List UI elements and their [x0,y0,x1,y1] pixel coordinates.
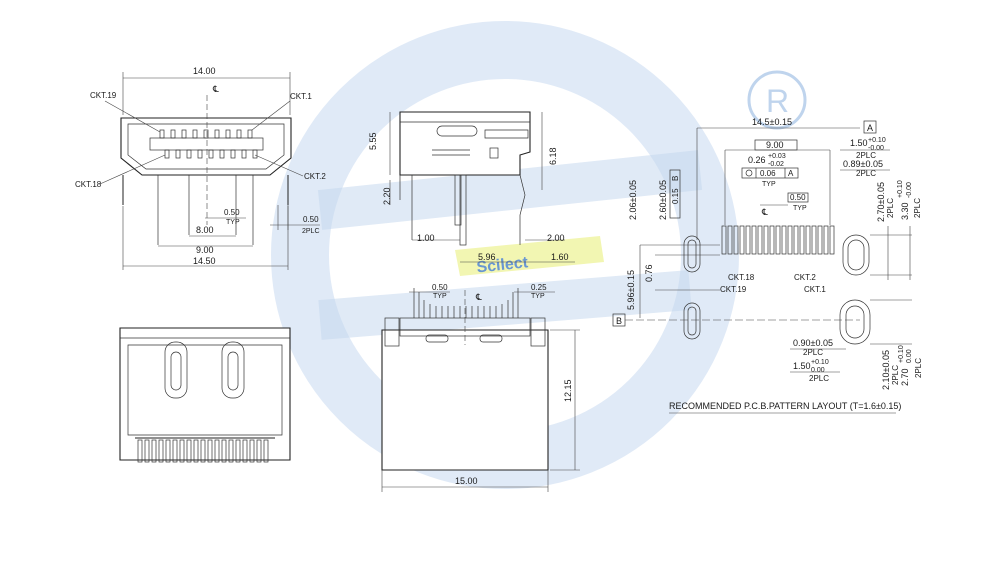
pcb-slot-h-270: 2.70±0.05 [876,182,886,222]
front-dim-9: 9.00 [196,245,214,255]
watermark-text: Scilect [476,254,530,276]
pcb-slot-h-330: 3.30 [900,202,910,220]
pcb-lower-150: 1.50 [793,361,811,371]
rear-pins [137,439,269,463]
pcb-caption: RECOMMENDED P.C.B.PATTERN LAYOUT (T=1.6±… [669,401,901,411]
pcb-pad-width-tol-plus: +0.03 [768,153,786,160]
pcb-label-ckt1: CKT.1 [804,285,826,294]
pcb-pitch: 0.50 [790,193,806,202]
pcb-lower-270-tol-plus: +0.10 [898,345,905,363]
pcb-slot-089-note: 2PLC [856,169,876,178]
front-pins [159,129,258,159]
pcb-pad-note: TYP [762,181,776,188]
side-dim-596: 5.96 [478,252,496,262]
front-label-ckt19: CKT.19 [90,91,117,100]
front-tail-note: 2PLC [302,228,320,235]
top-pitch-left: 0.50 [432,283,448,292]
pcb-label-ckt2: CKT.2 [794,273,816,282]
top-width: 15.00 [455,476,478,486]
pcb-slot-w-150-tol-plus: +0.10 [868,137,886,144]
pcb-slot-089: 0.89±0.05 [843,159,883,169]
side-height-618: 6.18 [548,147,558,165]
pcb-lower-270: 2.70 [900,368,910,386]
pcb-slot-h-330-note: 2PLC [913,198,922,218]
pcb-v-tol-datum: B [671,176,680,181]
pcb-lower-150-note: 2PLC [809,374,829,383]
pcb-v-260: 2.60±0.05 [658,180,668,220]
front-label-ckt1: CKT.1 [290,92,312,101]
pcb-pitch-note: TYP [793,205,807,212]
side-dim-160: 1.60 [551,252,569,262]
pcb-datum-b: B [616,316,622,326]
pcb-pad-width: 0.26 [748,155,766,165]
pcb-slot-w-150-note: 2PLC [856,151,876,160]
pcb-slot-h-330-tol-minus: -0.00 [906,182,913,198]
side-dim-100: 1.00 [417,233,435,243]
front-dim-8: 8.00 [196,225,214,235]
pcb-pad-width-tol-minus: -0.02 [768,161,784,168]
front-width-14: 14.00 [193,66,216,76]
pcb-position-tol: 0.06 [760,169,776,178]
front-view: 14.00 [75,66,326,270]
side-dim-200: 2.00 [547,233,565,243]
side-height-555: 5.55 [368,132,378,150]
top-pins [413,288,519,318]
pcb-lower-090-note: 2PLC [803,348,823,357]
top-pitch-left-note: TYP [433,293,447,300]
front-label-ckt2: CKT.2 [304,172,326,181]
pcb-slot-w-150: 1.50 [850,138,868,148]
pcb-lower-210: 2.10±0.05 [881,350,891,390]
top-centerline-icon: ℄ [475,292,482,302]
pcb-datum-a: A [867,123,873,133]
rear-view [119,327,291,463]
front-centerline-icon: ℄ [212,84,219,94]
top-height: 12.15 [563,379,573,402]
pcb-overall: 14.5±0.15 [752,117,792,127]
pcb-slot-h-270-note: 2PLC [886,198,895,218]
top-pitch-right: 0.25 [531,283,547,292]
pcb-lower-270-note: 2PLC [914,358,923,378]
pcb-v-596: 5.96±0.15 [626,270,636,310]
pcb-lower-150-tol-minus: 0.00 [811,367,825,374]
pcb-pad-row [721,225,835,255]
front-pitch-note: TYP [226,219,240,226]
top-view: ℄ 0.50 TYP 0.25 TYP 12.15 15.00 [381,283,580,492]
front-tail-width: 0.50 [303,215,319,224]
pcb-lower-150-tol-plus: +0.10 [811,359,829,366]
pcb-v-206: 2.06±0.05 [628,180,638,220]
pcb-dim-900: 9.00 [766,140,784,150]
front-label-ckt18: CKT.18 [75,180,102,189]
side-height-220: 2.20 [382,187,392,205]
pcb-lower-270-tol-minus: 0.00 [906,349,913,363]
pcb-slot-h-330-tol-plus: +0.10 [897,180,904,198]
registered-mark-letter: R [766,83,789,119]
pcb-v-076: 0.76 [644,264,654,282]
pcb-layout: 14.5±0.15 A 9.00 0.26 +0.03 -0.02 0.06 A… [612,117,923,414]
pcb-lower-090: 0.90±0.05 [793,338,833,348]
pcb-lower-210-note: 2PLC [891,365,900,385]
top-pitch-right-note: TYP [531,293,545,300]
side-view: 5.55 6.18 2.20 1.00 2.00 5.96 1.60 [368,111,575,263]
front-dim-1450: 14.50 [193,256,216,266]
pcb-position-datum: A [788,169,794,178]
pcb-label-ckt18: CKT.18 [728,273,755,282]
pcb-centerline-icon: ℄ [761,207,768,217]
pcb-v-tol-015: 0.15 [671,188,680,204]
front-pitch: 0.50 [224,208,240,217]
pcb-label-ckt19: CKT.19 [720,285,747,294]
pcb-slot-w-150-tol-minus: -0.00 [868,145,884,152]
